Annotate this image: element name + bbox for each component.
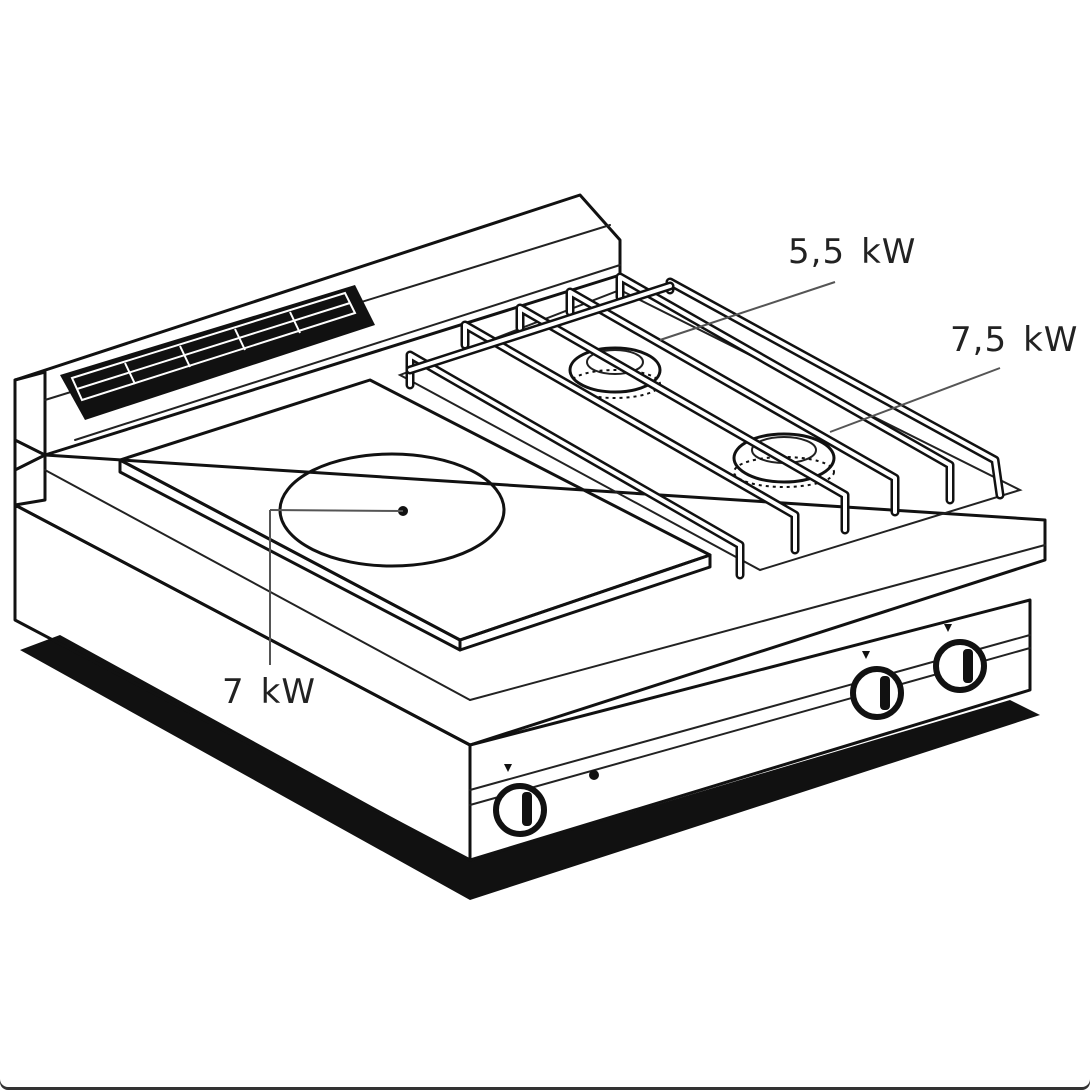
label-burner-front-power: 7,5 kW <box>950 320 1078 360</box>
floor-shadow <box>20 635 1040 900</box>
power-value: 7,5 <box>950 320 1008 360</box>
knob-solid-top <box>493 764 599 837</box>
power-unit: kW <box>1023 320 1079 360</box>
power-unit: kW <box>260 672 316 712</box>
power-unit: kW <box>861 232 917 272</box>
power-value: 5,5 <box>788 232 846 272</box>
power-value: 7 <box>222 672 245 712</box>
knob-burner-rear <box>850 651 904 720</box>
label-burner-rear-power: 5,5 kW <box>788 232 916 272</box>
label-solid-top-power: 7 kW <box>222 672 316 712</box>
pan-grate <box>405 272 1005 580</box>
vent-grille <box>60 285 375 420</box>
solid-top-plate <box>118 378 712 652</box>
knob-burner-front <box>933 624 987 693</box>
leader-lines <box>269 281 1001 665</box>
